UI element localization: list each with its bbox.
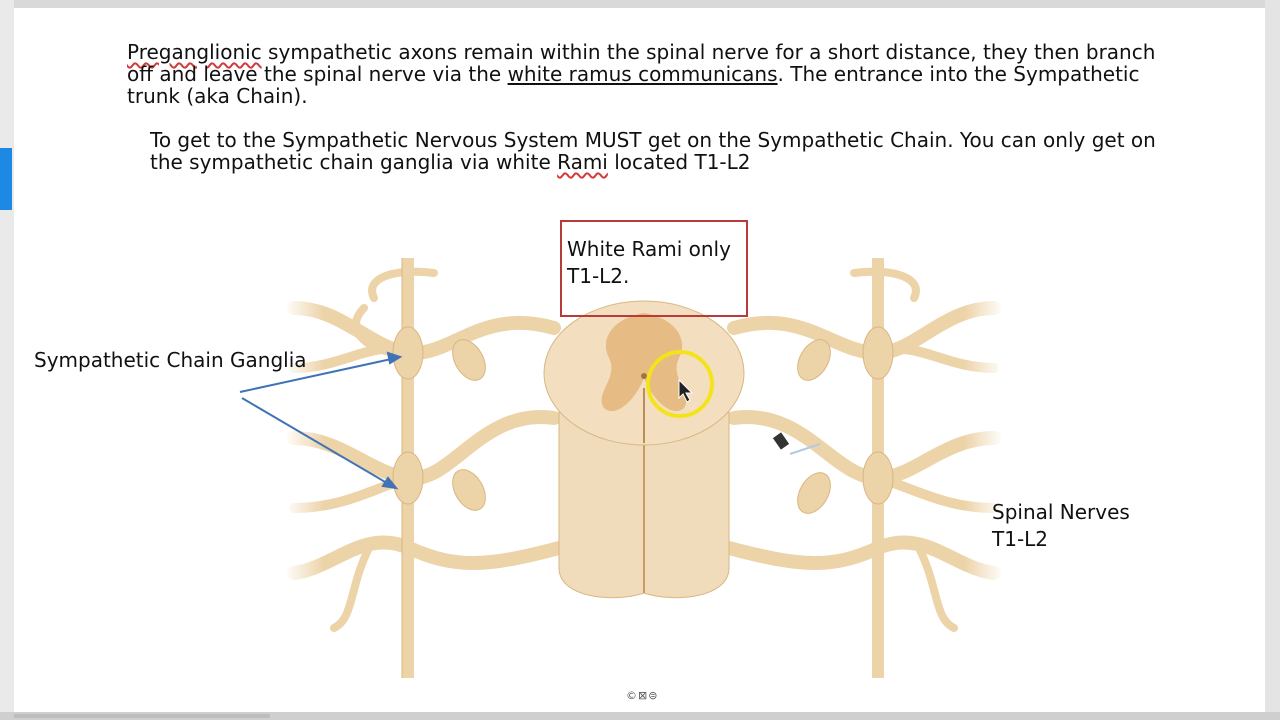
right-spinal-nerves [722,267,1001,632]
paragraph-text: sympathetic axons remain within the spin… [127,40,1156,86]
left-sympathetic-chain [392,258,486,678]
left-spinal-nerves [287,267,566,632]
white-ramus-term: white ramus communicans [507,62,778,86]
paragraph-text-end: . The entrance into the Sympathetic trun… [127,62,1140,108]
left-sidebar-strip [0,0,14,720]
slide-canvas: Preganglionic sympathetic axons remain w… [14,8,1265,712]
spinal-nerves-label: Spinal Nerves T1-L2 [992,500,1130,551]
ganglia-arrows [239,351,403,490]
cursor-highlight [646,350,714,418]
sympathetic-chain-ganglia-label: Sympathetic Chain Ganglia [34,348,307,372]
copyright-footer-icons: ©⊠⊜ [626,689,659,702]
right-sympathetic-chain [797,258,894,678]
right-scroll-area[interactable] [1265,0,1280,720]
scrollbar-thumb[interactable] [14,714,270,718]
spellcheck-word-rami: Rami [557,150,608,174]
spellcheck-word: Preganglionic [127,40,262,64]
paragraph-sympathetic-chain: To get to the Sympathetic Nervous System… [150,129,1190,173]
white-rami-callout-text: White Rami only T1-L2. [567,237,731,288]
paragraph-text: To get to the Sympathetic Nervous System… [150,128,1156,174]
paragraph-preganglionic: Preganglionic sympathetic axons remain w… [127,41,1157,107]
spinal-cord-diagram [239,248,1004,688]
pen-tool-icon [772,432,821,455]
slide-thumbnail-indicator[interactable] [0,148,12,210]
paragraph-text-end: located T1-L2 [607,150,751,174]
horizontal-scrollbar[interactable] [0,712,1280,720]
white-rami-callout-box [560,220,748,317]
spinal-cord [543,300,745,599]
